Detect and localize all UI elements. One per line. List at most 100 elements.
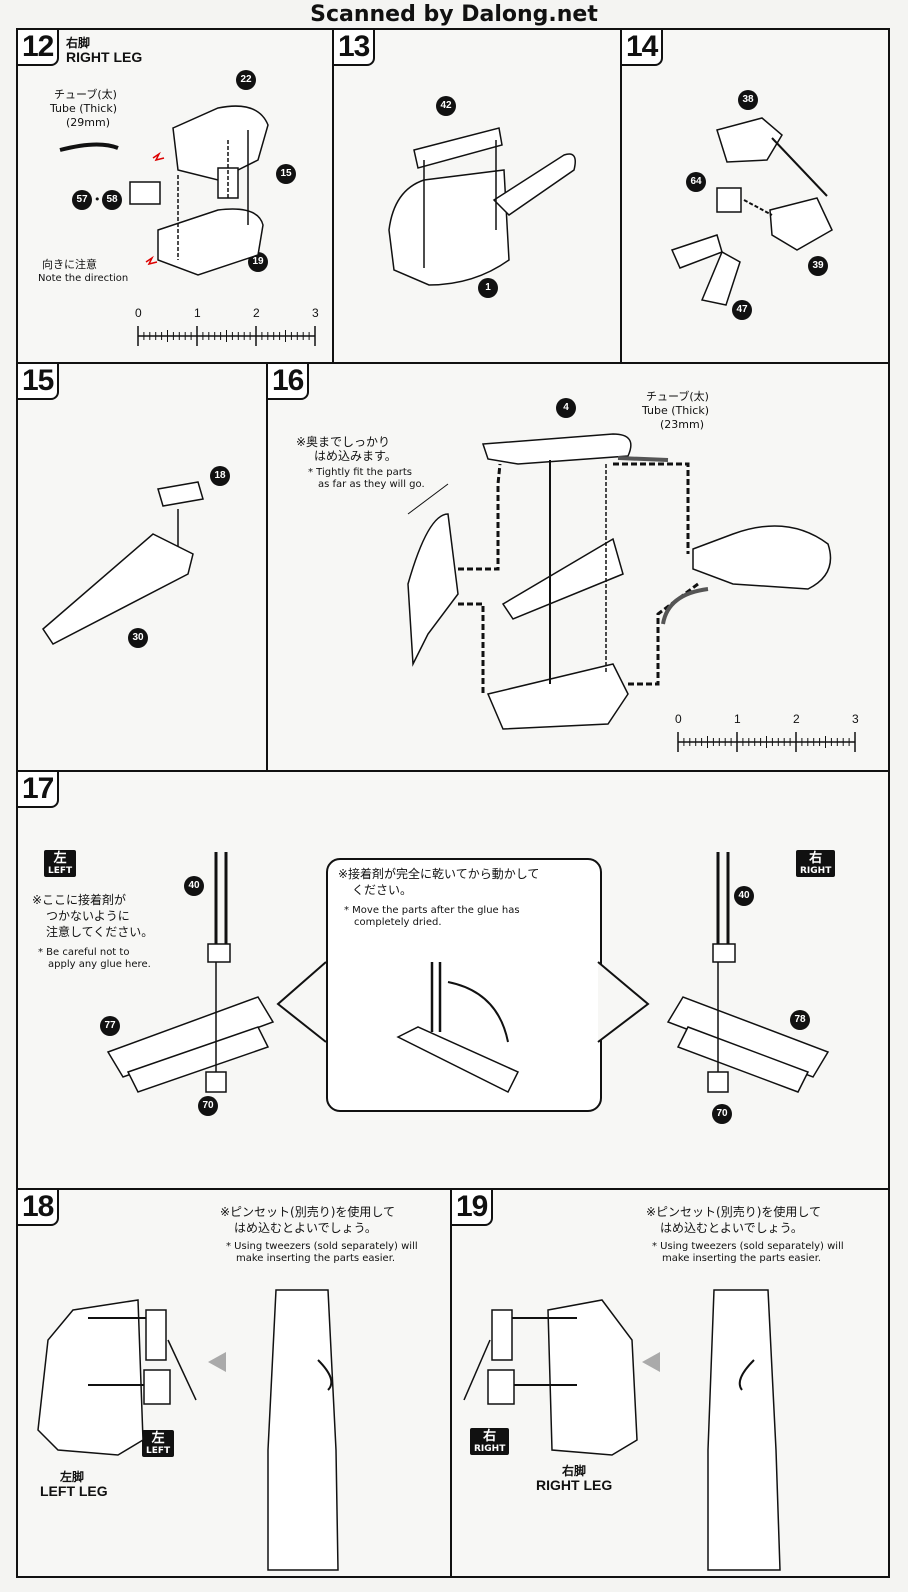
step-number: 19 — [450, 1188, 494, 1226]
tweezers-note-jp-2: はめ込むとよいでしょう。 — [234, 1221, 377, 1235]
ruler-label-0: 0 — [135, 306, 142, 320]
tweezers-note-jp-1: ※ピンセット(別売り)を使用して — [646, 1205, 822, 1219]
ruler-label-0: 0 — [675, 712, 682, 726]
part-78-label: 78 — [790, 1010, 810, 1030]
tweezers-note-en-1: * Using tweezers (sold separately) will — [652, 1241, 844, 1252]
fit-note-jp-2: はめ込みます。 — [314, 449, 397, 463]
step-number: 13 — [332, 28, 376, 66]
fit-note-jp-1: ※奥までしっかり — [296, 435, 391, 449]
step-18-illustration — [37, 1289, 339, 1571]
part-77-label: 77 — [100, 1016, 120, 1036]
direction-note-jp: 向きに注意 — [42, 258, 97, 271]
callout-en-2: completely dried. — [354, 917, 442, 928]
step-14-panel: 14 38 64 39 47 — [620, 28, 890, 364]
part-57-label: 57 — [72, 190, 92, 210]
badge-jp: 左 — [53, 851, 67, 866]
badge-jp: 左 — [151, 1431, 165, 1446]
step-number: 17 — [16, 770, 60, 808]
scale-ruler: 0 1 2 3 — [675, 712, 859, 756]
ruler-label-1: 1 — [194, 306, 201, 320]
step-number: 16 — [266, 362, 310, 400]
part-22-label: 22 — [236, 70, 256, 90]
glue-note-en-1: * Be careful not to — [38, 947, 130, 958]
part-70-right-label: 70 — [712, 1104, 732, 1124]
step-18-panel: 18 ※ピンセット(別売り)を使用して はめ込むとよいでしょう。 * Using… — [16, 1188, 452, 1578]
badge-jp: 右 — [483, 1429, 497, 1444]
part-64-label: 64 — [686, 172, 706, 192]
glue-note-jp-3: 注意してください。 — [46, 925, 154, 939]
badge-jp: 右 — [809, 851, 823, 866]
part-70-left-label: 70 — [198, 1096, 218, 1116]
step-13-illustration — [388, 127, 576, 286]
step-title-en: RIGHT LEG — [66, 49, 143, 65]
right-side-badge: 右 RIGHT — [470, 1428, 510, 1455]
step-number: 18 — [16, 1188, 60, 1226]
right-side-badge: 右 RIGHT — [796, 850, 836, 877]
left-side-badge: 左 LEFT — [44, 850, 77, 877]
callout-en-1: * Move the parts after the glue has — [344, 905, 520, 916]
part-47-label: 47 — [732, 300, 752, 320]
step-17-panel: 17 左 LEFT 右 RIGHT ※ここに接着剤が つかないように 注意してく… — [16, 770, 890, 1190]
step-number: 15 — [16, 362, 60, 400]
part-1-label: 1 — [478, 278, 498, 298]
badge-en: LEFT — [146, 1446, 171, 1456]
step-number: 14 — [620, 28, 664, 66]
tube-label-jp: チューブ(太) — [646, 390, 709, 403]
callout-jp-1: ※接着剤が完全に乾いてから動かして — [338, 867, 540, 881]
separator-dot: • — [94, 193, 101, 206]
step-12-panel: 12 右脚 RIGHT LEG チューブ(太) Tube (Thick) (29… — [16, 28, 334, 364]
leg-label-en: RIGHT LEG — [536, 1477, 613, 1493]
part-42-label: 42 — [436, 96, 456, 116]
page-header: Scanned by Dalong.net — [310, 2, 598, 27]
tube-length: (23mm) — [660, 418, 705, 431]
tube-length: (29mm) — [66, 116, 111, 129]
ruler-label-2: 2 — [253, 306, 260, 320]
leg-label-jp: 左脚 — [60, 1470, 85, 1484]
ruler-label-3: 3 — [312, 306, 319, 320]
step-13-panel: 13 42 1 — [332, 28, 622, 364]
badge-en: LEFT — [48, 866, 73, 876]
badge-en: RIGHT — [474, 1444, 506, 1454]
glue-note-jp-1: ※ここに接着剤が — [32, 893, 127, 907]
part-40-right-label: 40 — [734, 886, 754, 906]
tweezers-note-en-2: make inserting the parts easier. — [236, 1253, 396, 1264]
badge-en: RIGHT — [800, 866, 832, 876]
callout-jp-2: ください。 — [352, 883, 413, 897]
part-15-label: 15 — [276, 164, 296, 184]
step-17-illustration — [106, 852, 830, 1094]
direction-note-en: Note the direction — [38, 273, 129, 284]
part-58-label: 58 — [102, 190, 122, 210]
fit-note-en-2: as far as they will go. — [318, 479, 425, 490]
part-4-label: 4 — [556, 398, 576, 418]
part-39-label: 39 — [808, 256, 828, 276]
ruler-label-1: 1 — [734, 712, 741, 726]
scale-ruler: 0 1 2 3 — [135, 306, 319, 350]
step-title-jp: 右脚 — [66, 36, 91, 50]
leg-label-en: LEFT LEG — [40, 1483, 108, 1499]
glue-note-jp-2: つかないように — [46, 909, 130, 923]
step-16-illustration — [407, 433, 832, 730]
step-12-illustration — [59, 105, 269, 276]
step-19-illustration — [463, 1289, 781, 1571]
leg-label-jp: 右脚 — [562, 1464, 587, 1478]
fit-note-en-1: * Tightly fit the parts — [308, 467, 412, 478]
step-number: 12 — [16, 28, 60, 66]
tweezers-note-jp-1: ※ピンセット(別売り)を使用して — [220, 1205, 396, 1219]
tweezers-note-en-1: * Using tweezers (sold separately) will — [226, 1241, 418, 1252]
tweezers-note-en-2: make inserting the parts easier. — [662, 1253, 822, 1264]
tube-label-en: Tube (Thick) — [50, 102, 118, 115]
ruler-label-2: 2 — [793, 712, 800, 726]
step-19-panel: 19 ※ピンセット(別売り)を使用して はめ込むとよいでしょう。 * Using… — [450, 1188, 890, 1578]
tube-label-en: Tube (Thick) — [642, 404, 710, 417]
step-15-panel: 15 18 30 — [16, 362, 268, 772]
step-14-illustration — [670, 117, 833, 306]
left-side-badge: 左 LEFT — [142, 1430, 175, 1457]
part-30-label: 30 — [128, 628, 148, 648]
tweezers-note-jp-2: はめ込むとよいでしょう。 — [660, 1221, 803, 1235]
step-15-illustration — [42, 481, 204, 645]
tube-label-jp: チューブ(太) — [54, 88, 117, 101]
glue-note-en-2: apply any glue here. — [48, 959, 151, 970]
step-16-panel: 16 ※奥までしっかり はめ込みます。 * Tightly fit the pa… — [266, 362, 890, 772]
part-40-left-label: 40 — [184, 876, 204, 896]
ruler-label-3: 3 — [852, 712, 859, 726]
